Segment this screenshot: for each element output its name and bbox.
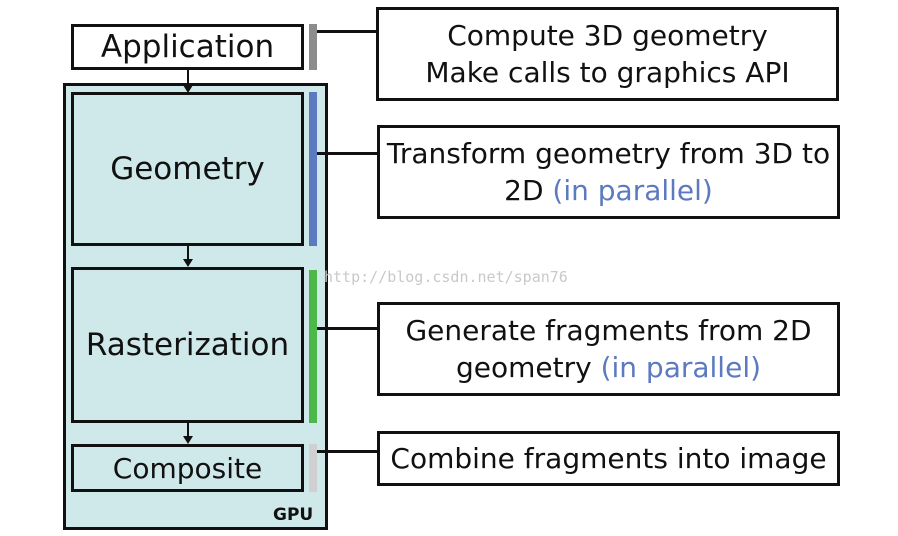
geometry-stage: Geometry xyxy=(71,92,304,246)
arrowhead-application-to-geometry xyxy=(183,85,193,93)
application-desc-line1: Compute 3D geometry xyxy=(447,19,768,52)
connector-rasterization xyxy=(317,327,378,330)
geometry-desc-line2-main: 2D xyxy=(504,174,544,207)
geometry-bar xyxy=(309,92,317,246)
rasterization-desc-line1: Generate fragments from 2D xyxy=(405,314,812,347)
geometry-label: Geometry xyxy=(110,151,265,187)
rasterization-stage: Rasterization xyxy=(71,267,304,423)
geometry-desc-line2: 2D (in parallel) xyxy=(504,172,713,209)
rasterization-label: Rasterization xyxy=(85,327,290,363)
composite-stage: Composite xyxy=(71,444,304,492)
rasterization-description: Generate fragments from 2D geometry (in … xyxy=(377,302,840,396)
geometry-desc-line1: Transform geometry from 3D to xyxy=(386,137,831,170)
rasterization-desc-line2-main: geometry xyxy=(455,351,592,384)
arrowhead-geometry-to-rasterization xyxy=(183,259,193,267)
rasterization-desc-line2: geometry (in parallel) xyxy=(456,349,761,386)
application-desc-line2: Make calls to graphics API xyxy=(425,56,790,89)
arrowhead-rasterization-to-composite xyxy=(183,436,193,444)
geometry-description: Transform geometry from 3D to 2D (in par… xyxy=(377,125,840,219)
connector-composite xyxy=(317,450,378,453)
composite-bar xyxy=(309,444,317,492)
application-stage: Application xyxy=(71,24,304,70)
composite-label: Composite xyxy=(112,451,263,485)
geometry-parallel-note: (in parallel) xyxy=(552,174,713,207)
application-label: Application xyxy=(100,29,275,65)
arrow-rasterization-to-composite xyxy=(187,423,189,438)
gpu-label: GPU xyxy=(273,505,314,525)
rasterization-bar xyxy=(309,270,317,423)
composite-description: Combine fragments into image xyxy=(377,431,840,486)
composite-desc-line1: Combine fragments into image xyxy=(390,442,827,475)
application-description: Compute 3D geometry Make calls to graphi… xyxy=(376,7,839,101)
connector-application xyxy=(317,30,377,33)
watermark: http://blog.csdn.net/span76 xyxy=(324,268,568,286)
connector-geometry xyxy=(317,152,378,155)
rasterization-parallel-note: (in parallel) xyxy=(600,351,762,384)
application-bar xyxy=(309,24,317,70)
arrow-geometry-to-rasterization xyxy=(187,246,189,261)
arrow-application-to-geometry xyxy=(187,70,189,87)
